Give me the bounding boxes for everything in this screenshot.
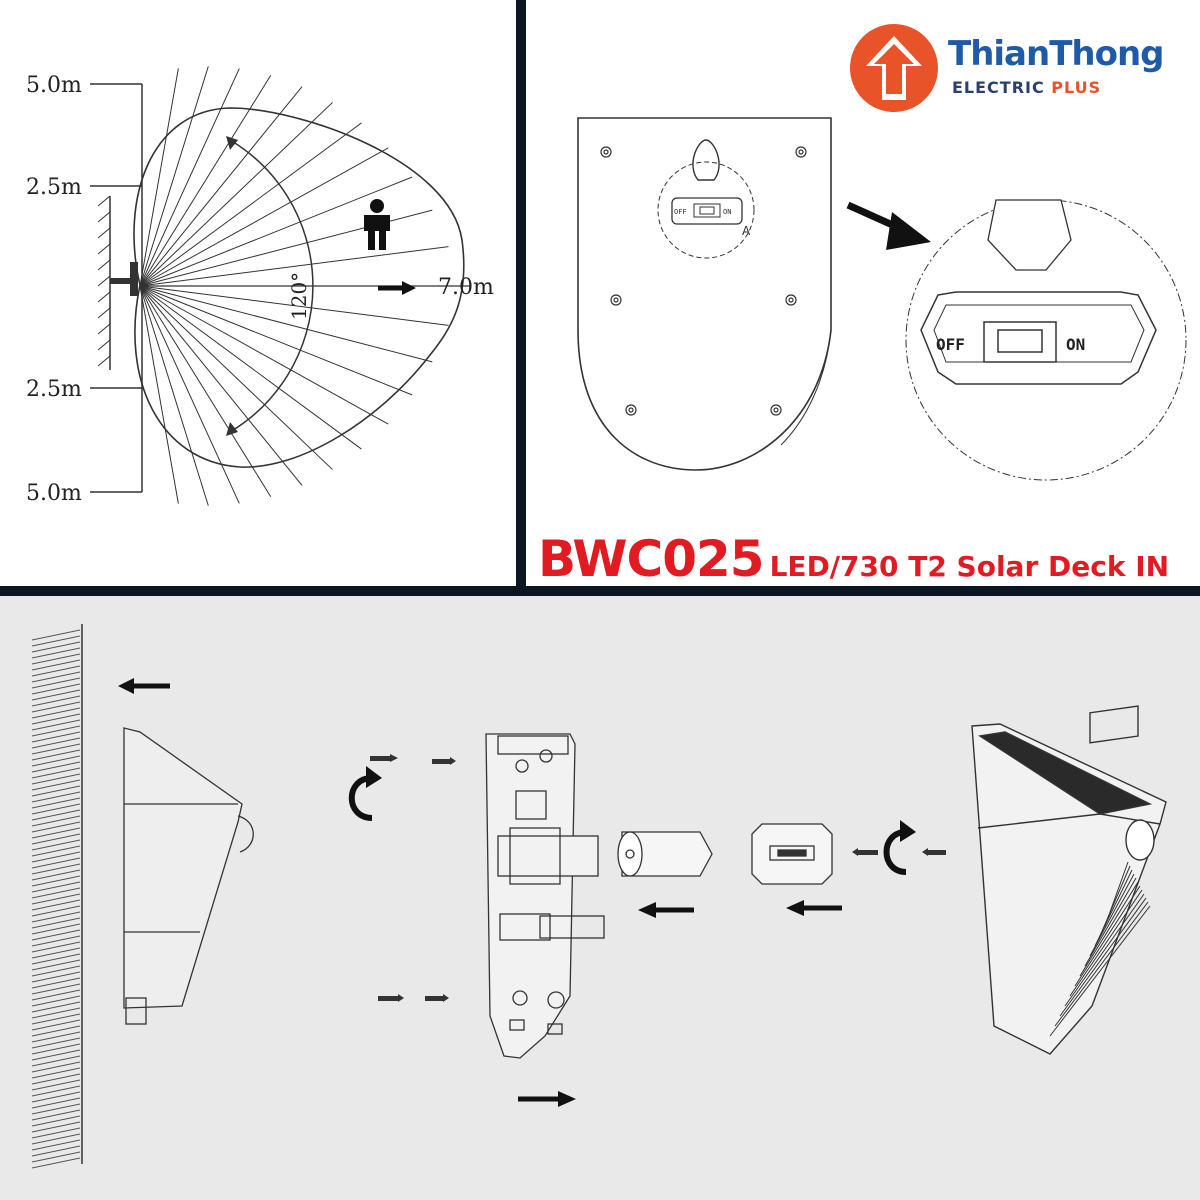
brand-name: ThianThong — [948, 34, 1164, 74]
distance-label-top-2-5m: 2.5m — [26, 175, 82, 200]
angle-label: 120° — [287, 272, 311, 320]
screw-icon — [370, 754, 946, 1002]
divider-horizontal — [0, 586, 1200, 596]
arrow-left-icon — [638, 900, 842, 918]
distance-label-top-5m: 5.0m — [26, 73, 82, 98]
complete-light-iso-view — [971, 705, 1167, 1055]
off-label: OFF — [936, 335, 965, 354]
divider-vertical — [516, 0, 526, 590]
switch-panel: OFF ON A OFF ON ThianThong ELECTRIC PLUS… — [526, 0, 1200, 586]
brand-subtitle-plus: PLUS — [1051, 78, 1102, 97]
battery-icon — [617, 831, 713, 877]
logo-house-arrow-icon — [850, 24, 938, 112]
small-switch-housing — [671, 197, 743, 225]
arrow-right-icon — [518, 1091, 576, 1107]
distance-label-bottom-2-5m: 2.5m — [26, 377, 82, 402]
on-label: ON — [1066, 335, 1085, 354]
detection-range-panel: 5.0m 2.5m 2.5m 5.0m — [0, 0, 516, 586]
model-code: BWC025 — [538, 530, 765, 586]
wall-hatch — [30, 624, 83, 1169]
rotate-icon — [348, 766, 382, 821]
detection-range-diagram: 5.0m 2.5m 2.5m 5.0m — [26, 66, 494, 506]
mounted-light-side-view — [123, 727, 254, 1025]
sensor-mount — [110, 278, 132, 284]
switch-slider — [997, 329, 1043, 353]
installation-diagram — [30, 624, 1167, 1169]
callout-label: A — [742, 224, 751, 238]
back-plate — [577, 117, 832, 471]
sensor-body — [130, 262, 138, 296]
brand-logo: ThianThong ELECTRIC PLUS — [848, 22, 1178, 114]
range-label: 7.0m — [438, 275, 494, 300]
switch-slot — [983, 321, 1057, 363]
model-description: LED/730 T2 Solar Deck IN — [769, 550, 1170, 583]
arrow-callout-icon — [846, 201, 931, 250]
arrow-left-icon — [118, 678, 170, 694]
rotate-icon — [883, 820, 916, 875]
arrow-right-icon — [378, 281, 416, 295]
angle-arc — [229, 139, 314, 433]
installation-panel — [0, 596, 1200, 1200]
brand-subtitle-main: ELECTRIC — [952, 78, 1052, 97]
wall-hatch — [97, 195, 111, 370]
mounting-screws — [600, 146, 807, 416]
distance-label-bottom-5m: 5.0m — [26, 481, 82, 506]
small-off-label: OFF — [674, 208, 687, 216]
brand-subtitle: ELECTRIC PLUS — [952, 78, 1101, 97]
switch-module-icon — [751, 823, 833, 885]
housing-exploded-view — [485, 733, 605, 1059]
switch-diagram: OFF ON A OFF ON — [577, 117, 1187, 481]
detection-rays — [139, 66, 460, 506]
person-icon — [364, 199, 390, 250]
small-on-label: ON — [723, 208, 731, 216]
large-switch-housing — [920, 291, 1157, 385]
